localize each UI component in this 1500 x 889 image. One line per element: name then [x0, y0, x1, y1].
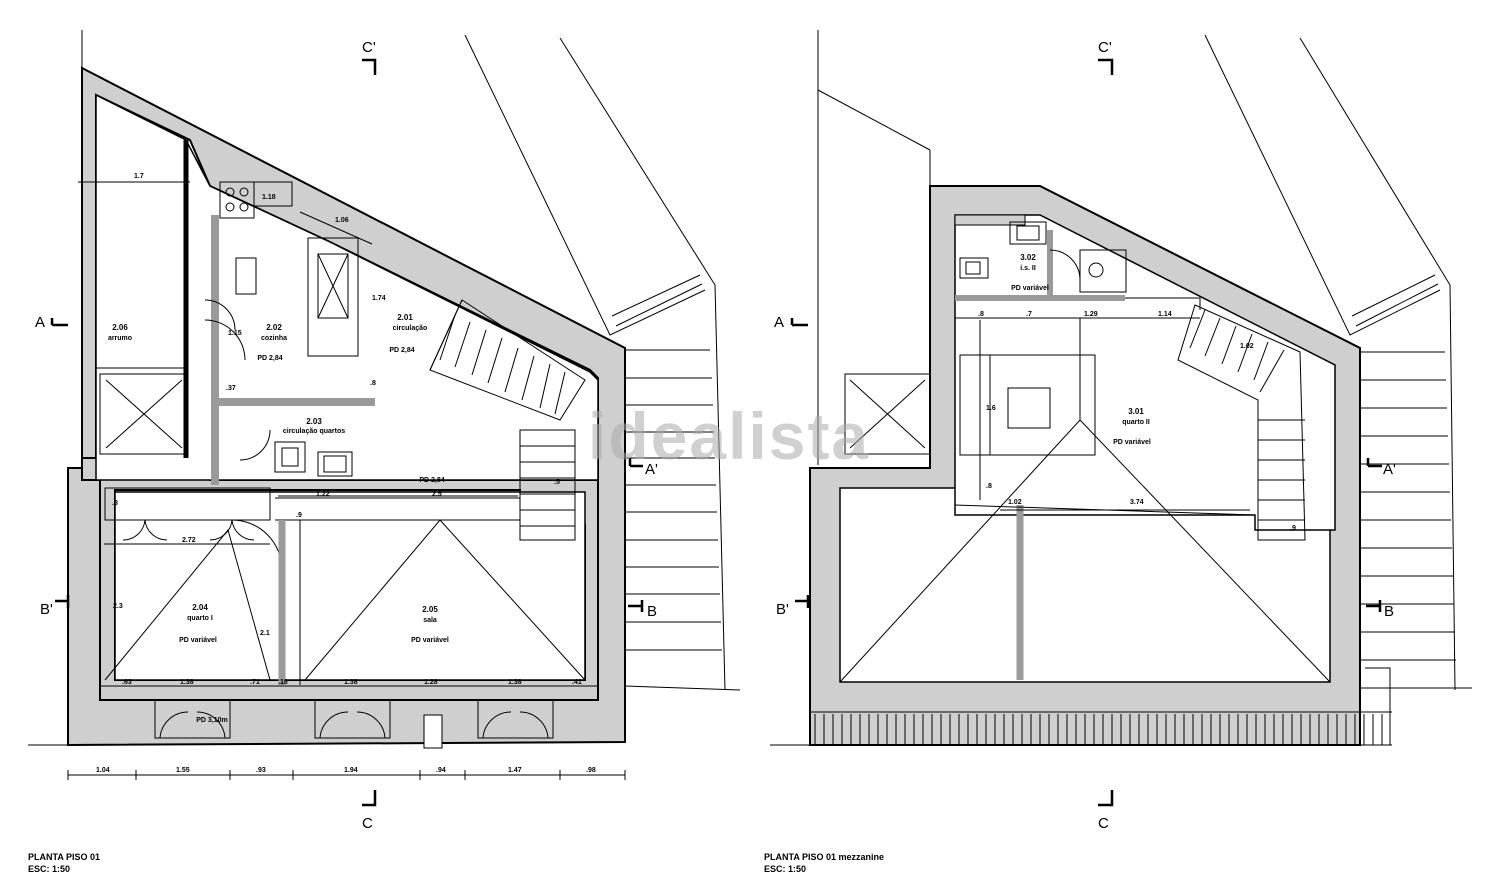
section-mark-c: C [362, 815, 373, 832]
room-3-02-name: i.s. II [1020, 265, 1036, 272]
left-plan-title: PLANTA PISO 01 [28, 852, 100, 862]
dim-v-5: 2.1 [260, 630, 270, 637]
right-railing-posts [814, 714, 1383, 745]
dim-overall-5: 1.47 [508, 767, 522, 774]
left-roof-outline [28, 30, 741, 746]
right-plan-title: PLANTA PISO 01 mezzanine [764, 852, 884, 862]
room-2-03-name: circulação quartos [283, 428, 345, 435]
pd-note-corridor: PD 2,84 [419, 477, 444, 484]
dim-open-0: .63 [122, 679, 132, 686]
r-dim-2: 1.29 [1084, 311, 1098, 318]
dim-v-6: .8 [112, 500, 118, 507]
r-dim-4: 1.6 [986, 405, 996, 412]
r-section-mark-c: C [1098, 815, 1109, 832]
left-staircase [429, 299, 586, 541]
dim-mid-2: 2.72 [182, 537, 196, 544]
r-dim-7: 1.02 [1008, 499, 1022, 506]
room-2-05-number: 2.05 [422, 605, 438, 614]
room-2-04-pd: PD variável [179, 637, 217, 644]
room-2-02-name: cozinha [261, 335, 287, 342]
dim-open-3: .18 [278, 679, 288, 686]
watermark-logo: idealista [588, 399, 871, 473]
dim-overall-0: 1.04 [96, 767, 110, 774]
room-2-01-number: 2.01 [397, 313, 413, 322]
room-3-01-number: 3.01 [1128, 407, 1144, 416]
dim-v-4: 2.3 [113, 603, 123, 610]
room-2-03-number: 2.03 [306, 417, 322, 426]
room-2-02-number: 2.02 [266, 323, 282, 332]
room-2-05-pd: PD variável [411, 637, 449, 644]
r-dim-6: 3.74 [1130, 499, 1144, 506]
left-plan-scale: ESC: 1:50 [28, 864, 70, 874]
room-2-01-name: circulação [393, 325, 428, 332]
room-3-02-number: 3.02 [1020, 253, 1036, 262]
r-dim-0: .8 [978, 311, 984, 318]
dim-v-1: 1.15 [228, 330, 242, 337]
dim-v-2: .37 [226, 385, 236, 392]
room-2-04-number: 2.04 [192, 603, 208, 612]
r-dim-9: .9 [1290, 525, 1296, 532]
r-section-mark-c-prime: C' [1098, 39, 1112, 56]
dim-open-5: 1.28 [424, 679, 438, 686]
room-3-02-pd: PD variável [1011, 285, 1049, 292]
room-2-02-pd: PD 2,84 [257, 355, 282, 362]
r-dim-1: .7 [1026, 311, 1032, 318]
dim-open-2: .71 [250, 679, 260, 686]
dim-mid-0: 1.22 [316, 491, 330, 498]
dim-overall-6: .98 [586, 767, 596, 774]
dim-open-1: 1.38 [180, 679, 194, 686]
right-roof-outline [770, 30, 1472, 746]
right-plan-scale: ESC: 1:50 [764, 864, 806, 874]
dim-mid-4: .5 [554, 479, 560, 486]
r-dim-8: 1.02 [1240, 343, 1254, 350]
left-floor-plan [28, 30, 741, 807]
r-section-mark-a-prime: A' [1383, 461, 1396, 478]
dim-open-4: 1.38 [344, 679, 358, 686]
dim-mid-1: 2.5 [432, 491, 442, 498]
room-2-06-number: 2.06 [112, 323, 128, 332]
section-mark-a: A [35, 314, 45, 331]
dim-v-3: .8 [370, 380, 376, 387]
pd-note-window: PD 3,10m [196, 717, 228, 724]
dim-open-7: .41 [572, 679, 582, 686]
dim-overall-4: .94 [436, 767, 446, 774]
room-2-06-name: arrumo [108, 335, 132, 342]
dim-overall-2: .93 [256, 767, 266, 774]
section-mark-b-prime: B' [40, 601, 53, 618]
dim-overall-1: 1.55 [176, 767, 190, 774]
right-labels: C' C A A' B' B 3.02 i.s. II PD variável … [764, 39, 1396, 874]
right-railing-hatch [810, 711, 1392, 746]
room-3-01-pd: PD variável [1113, 439, 1151, 446]
left-windows [154, 699, 554, 749]
room-2-01-pd: PD 2,84 [389, 347, 414, 354]
room-2-04-name: quarto I [187, 615, 213, 622]
room-3-01-name: quarto II [1122, 419, 1150, 426]
dim-top-1: 1.18 [262, 194, 276, 201]
left-labels: C' C A A' B' B 2.06 arrumo 2.02 cozinha … [28, 39, 658, 874]
room-2-05-name: sala [423, 617, 437, 624]
right-floor-plan [770, 30, 1472, 807]
section-mark-c-prime: C' [362, 39, 376, 56]
dim-top-0: 1.7 [134, 173, 144, 180]
dim-open-6: 1.38 [508, 679, 522, 686]
dim-v-0: 1.74 [372, 295, 386, 302]
section-mark-a-prime: A' [645, 461, 658, 478]
r-dim-3: 1.14 [1158, 311, 1172, 318]
dim-top-2: 1.06 [335, 217, 349, 224]
right-staircase [1177, 304, 1306, 541]
r-dim-5: .8 [986, 483, 992, 490]
dim-mid-3: .9 [296, 512, 302, 519]
r-section-mark-b: B [1384, 603, 1394, 620]
section-mark-b: B [647, 603, 657, 620]
r-section-mark-b-prime: B' [776, 601, 789, 618]
r-section-mark-a: A [774, 314, 784, 331]
dim-overall-3: 1.94 [344, 767, 358, 774]
